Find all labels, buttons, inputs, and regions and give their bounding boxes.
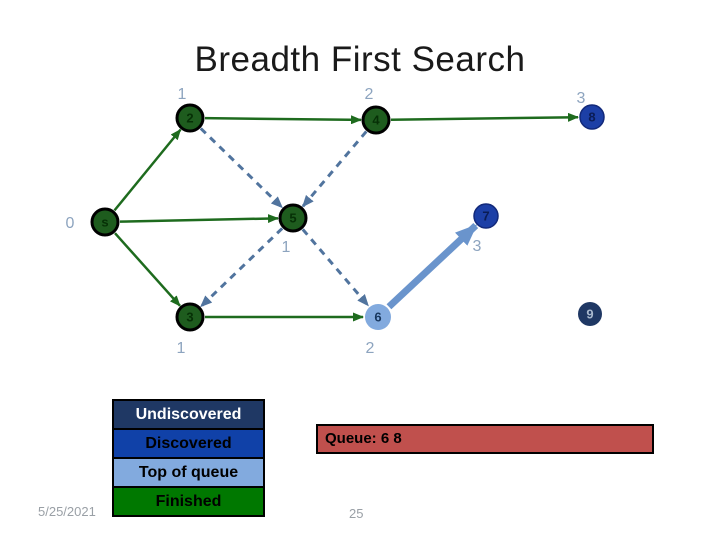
node-digit-9: 9	[586, 307, 593, 322]
distance-label-8: 3	[577, 90, 586, 107]
legend-item-top-of-queue: Top of queue	[112, 457, 265, 488]
graph-node-s	[90, 207, 120, 237]
graph-node-8	[579, 104, 605, 130]
distance-label-6: 2	[366, 340, 375, 357]
legend-item-finished: Finished	[112, 486, 265, 517]
edge-5-6	[301, 228, 370, 307]
distance-label-7: 3	[473, 238, 482, 255]
edge-2-4	[204, 115, 363, 125]
distance-label-2: 1	[178, 86, 187, 103]
queue-label: Queue: 6 8	[325, 430, 402, 447]
node-digit-5: 5	[289, 211, 296, 226]
slide-title: Breadth First Search	[194, 40, 526, 79]
edge-4-5	[301, 130, 368, 208]
edge-5-3	[199, 227, 284, 308]
page-number: 25	[349, 506, 364, 521]
distance-label-3: 1	[177, 340, 186, 357]
node-digit-3: 3	[186, 310, 193, 325]
distance-label-s: 0	[66, 215, 75, 232]
slide-date: 5/25/2021	[38, 504, 96, 519]
node-digit-6: 6	[374, 310, 381, 325]
edge-s-2	[113, 128, 182, 212]
graph-node-3	[175, 302, 205, 332]
queue-box: Queue: 6 8	[316, 424, 654, 454]
edge-2-5	[199, 127, 284, 209]
node-digit-4: 4	[372, 113, 380, 128]
legend-item-undiscovered: Undiscovered	[112, 399, 265, 430]
distance-label-5: 1	[282, 239, 291, 256]
graph-node-5	[278, 203, 308, 233]
edge-s-3	[114, 232, 181, 307]
graph-node-9	[578, 302, 602, 326]
node-digit-7: 7	[482, 209, 489, 224]
graph-node-2	[175, 103, 205, 133]
node-digit-8: 8	[588, 110, 595, 125]
graph-node-4	[361, 105, 391, 135]
legend-item-discovered: Discovered	[112, 428, 265, 459]
graph-node-7	[473, 203, 499, 229]
graph-node-6	[365, 304, 391, 330]
distance-label-4: 2	[365, 86, 374, 103]
edge-6-7	[386, 223, 479, 310]
edge-s-5	[119, 214, 280, 224]
node-digit-2: 2	[186, 111, 193, 126]
edge-4-8	[390, 112, 580, 122]
node-digit-s: s	[101, 215, 108, 230]
